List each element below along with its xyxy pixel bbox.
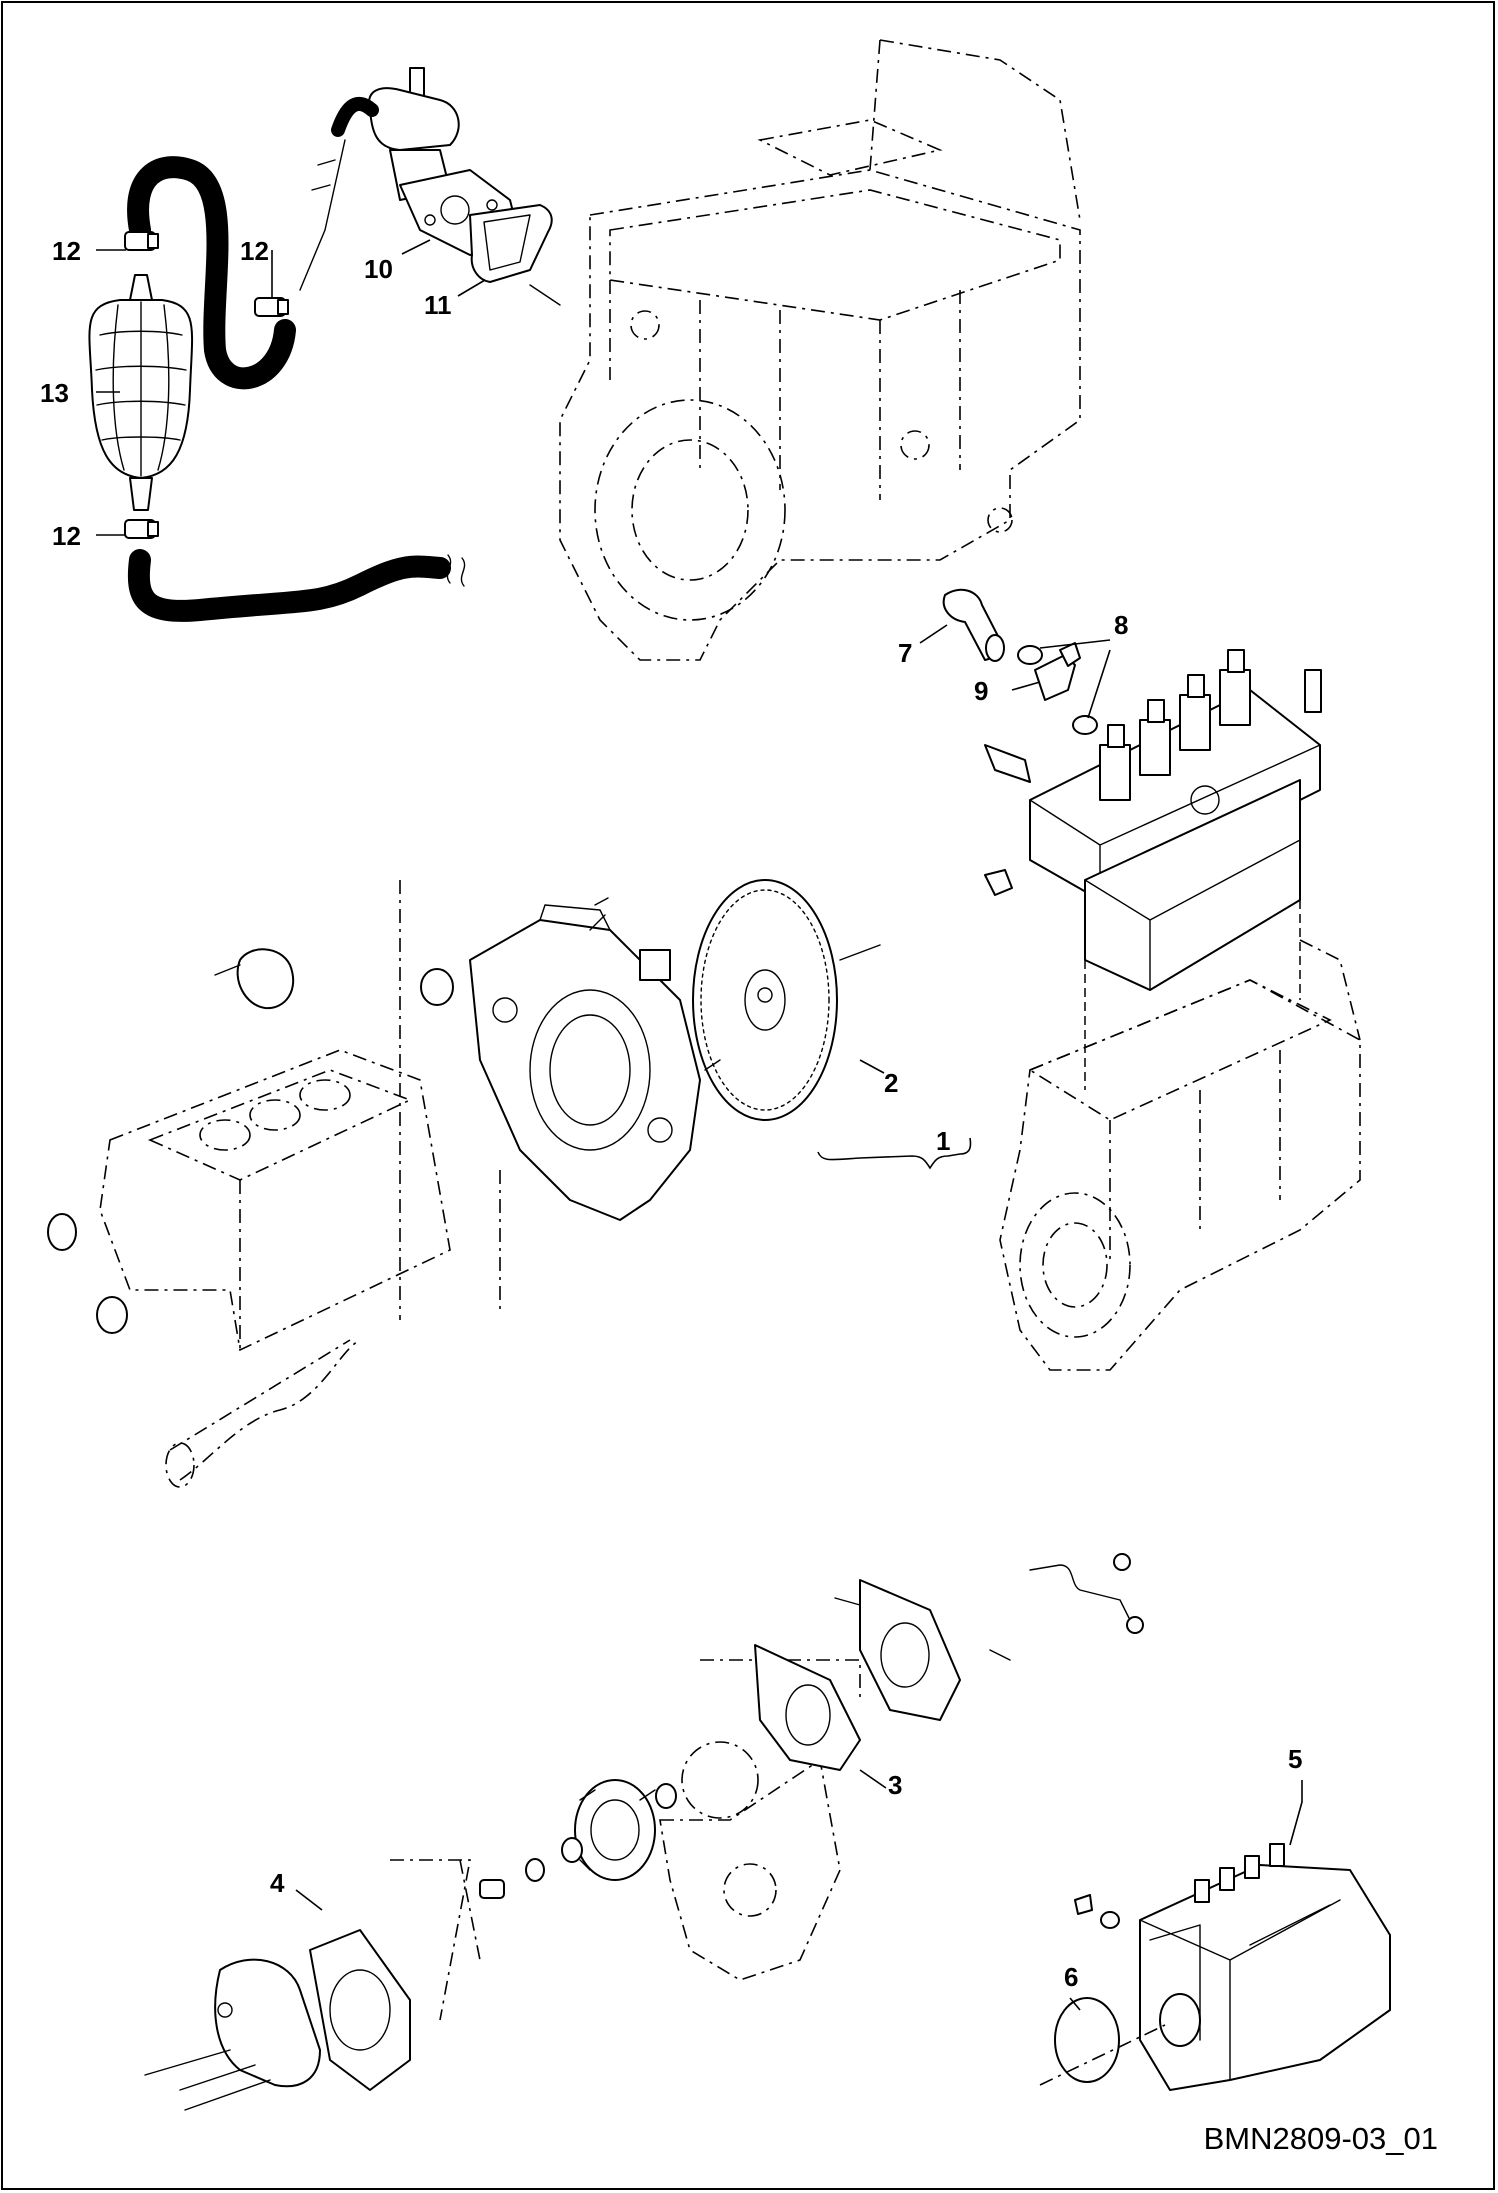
engine-block-outline xyxy=(99,880,501,1488)
pump-mounting-gasket xyxy=(754,1644,861,1771)
banjo-fitting xyxy=(1034,642,1081,701)
callout-12-bottom: 12 xyxy=(52,521,81,551)
sealing-washers xyxy=(1017,645,1098,735)
banjo-bolt xyxy=(942,588,1005,662)
callout-3: 3 xyxy=(888,1770,903,1800)
injection-pump xyxy=(984,649,1322,991)
inspection-cover xyxy=(214,948,295,1010)
callout-12-top-left: 12 xyxy=(52,236,81,266)
callout-12-top-right: 12 xyxy=(240,236,269,266)
timing-gear-case-outline xyxy=(390,1659,861,2021)
crankshaft-seals xyxy=(47,968,454,1334)
o-ring-centerline xyxy=(1039,2024,1166,2086)
timing-cover xyxy=(144,1929,411,2111)
hose-clamp-top-right xyxy=(254,297,289,317)
o-ring xyxy=(1054,1997,1120,2083)
primer-bulb xyxy=(88,274,194,511)
fuel-hose-upper xyxy=(127,156,296,390)
hose-clamp-top-left xyxy=(124,231,159,251)
injection-pump-assembly xyxy=(1074,1843,1391,2091)
callout-4: 4 xyxy=(270,1868,285,1898)
flywheel xyxy=(692,879,881,1121)
callout-9: 9 xyxy=(974,676,989,706)
drawing-code: BMN2809-03_01 xyxy=(1203,2121,1438,2156)
callout-13: 13 xyxy=(40,378,69,408)
callout-10: 10 xyxy=(364,254,393,284)
return-fuel-pipe xyxy=(1029,1553,1144,1634)
fuel-hose-lower xyxy=(127,549,466,622)
callout-2: 2 xyxy=(884,1068,899,1098)
leader-lines xyxy=(96,239,1303,2011)
injection-pump-housing-middle xyxy=(999,900,1361,1371)
flywheel-housing xyxy=(469,897,701,1221)
callout-5: 5 xyxy=(1288,1744,1303,1774)
gear-washers xyxy=(479,1783,677,1899)
callout-1: 1 xyxy=(936,1126,951,1156)
callout-8: 8 xyxy=(1114,610,1129,640)
feed-pump-gasket xyxy=(469,204,561,306)
callout-6: 6 xyxy=(1064,1962,1079,1992)
injection-pump-housing-top xyxy=(559,39,1081,661)
callout-11: 11 xyxy=(424,290,452,320)
callout-7: 7 xyxy=(898,638,913,668)
group-bracket-1 xyxy=(817,1137,972,1170)
pump-drive-gear xyxy=(574,1779,656,1881)
drive-cover-plate xyxy=(834,1579,1011,1721)
hose-clamp-bottom xyxy=(124,519,159,539)
